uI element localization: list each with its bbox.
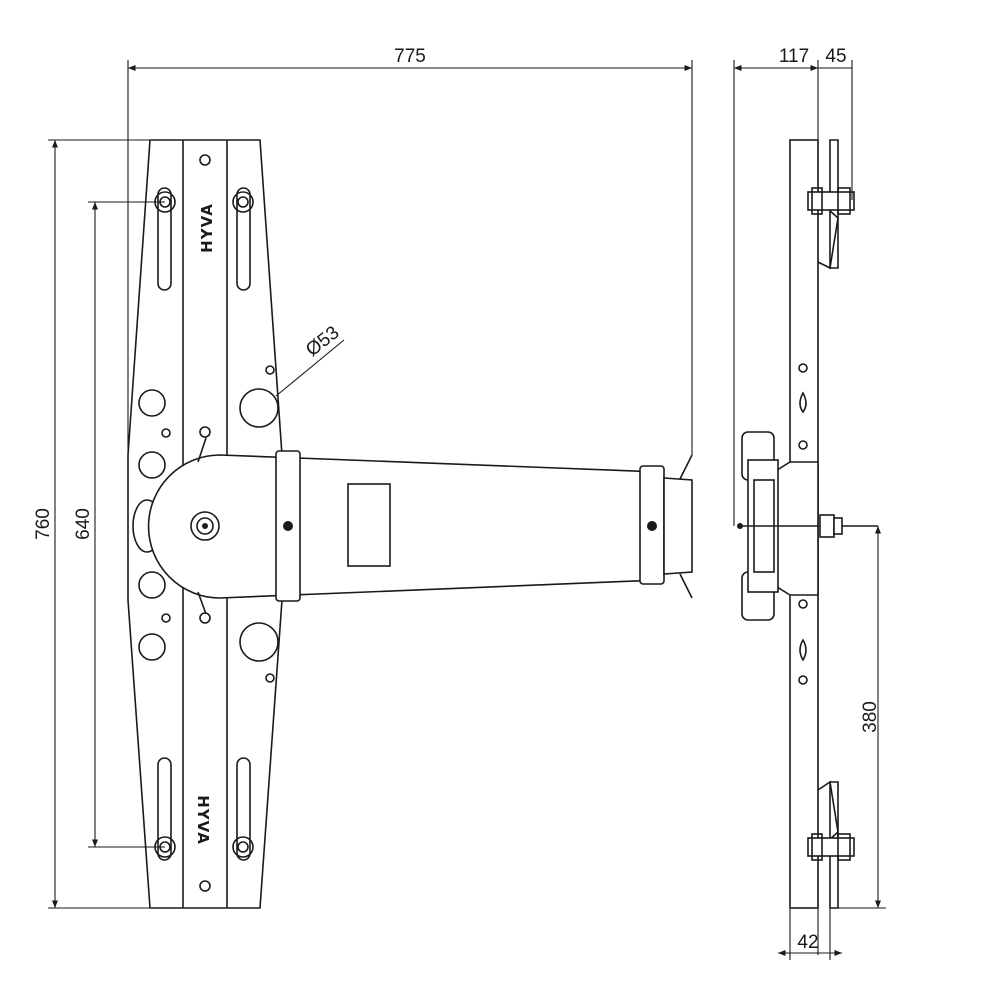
- bolt-top-right: [232, 191, 254, 213]
- small-hole: [199, 880, 211, 892]
- arm-body: [147, 454, 661, 599]
- side-hole: [798, 440, 808, 450]
- hole-left: [138, 633, 166, 661]
- small-hole: [161, 428, 171, 438]
- svg-text:760: 760: [33, 508, 54, 540]
- svg-text:45: 45: [825, 46, 846, 67]
- dimension-side-offset: 45: [818, 46, 853, 200]
- hole-left: [138, 389, 166, 417]
- arm-tip-hook-top: [679, 454, 693, 480]
- side-slot: [799, 638, 807, 662]
- dimension-plate-thickness: 42: [778, 908, 842, 960]
- pivot-bracket: [737, 431, 878, 621]
- front-view: HYVA HYVA: [33, 46, 693, 909]
- pivot-pin: [190, 511, 220, 541]
- svg-text:42: 42: [797, 932, 818, 953]
- svg-text:775: 775: [394, 46, 426, 67]
- small-hole: [199, 612, 211, 624]
- dimension-side-depth: 117: [733, 46, 818, 526]
- small-hole: [265, 673, 275, 683]
- side-slot: [799, 391, 807, 414]
- arm-hook-top: [197, 437, 207, 463]
- side-hole: [798, 599, 808, 609]
- bolt-bottom-right: [232, 836, 254, 858]
- hole-left: [138, 571, 166, 599]
- svg-text:117: 117: [779, 46, 809, 67]
- mounting-plate: [127, 139, 283, 909]
- hole-left: [138, 451, 166, 479]
- clamp-top: [807, 139, 855, 270]
- side-hole: [798, 675, 808, 685]
- slot-bottom-right: [236, 757, 251, 861]
- dimension-center-to-bottom: 380: [838, 526, 886, 909]
- slot-top-right: [236, 187, 251, 291]
- arm-hook-bottom: [197, 591, 207, 615]
- svg-text:380: 380: [860, 701, 881, 733]
- side-view: 117 45 380 42: [733, 46, 886, 960]
- brand-mark-lower: HYVA: [194, 795, 212, 845]
- slot-top-left: [157, 187, 172, 291]
- side-hole: [798, 363, 808, 373]
- brand-mark-upper: HYVA: [198, 203, 216, 253]
- diameter-label: Ø53: [302, 322, 343, 361]
- diameter-leader: [275, 339, 345, 397]
- small-hole: [199, 154, 211, 166]
- arm-tip: [663, 477, 693, 575]
- dimension-overall-width: 775: [127, 46, 693, 455]
- dimension-overall-height: 760: [33, 139, 150, 909]
- large-hole: [239, 622, 279, 662]
- dimension-hole-spacing: 640: [73, 201, 165, 848]
- clamp-bottom: [807, 780, 855, 909]
- band-rivet: [283, 521, 293, 531]
- arm-label-plate: [347, 483, 391, 567]
- arm-tip-hook-bottom: [679, 573, 693, 599]
- small-hole: [199, 426, 211, 438]
- small-hole: [265, 365, 275, 375]
- svg-text:640: 640: [73, 508, 94, 540]
- large-hole: [239, 388, 279, 428]
- small-hole: [161, 613, 171, 623]
- slot-bottom-left: [157, 757, 172, 861]
- band-rivet: [647, 521, 657, 531]
